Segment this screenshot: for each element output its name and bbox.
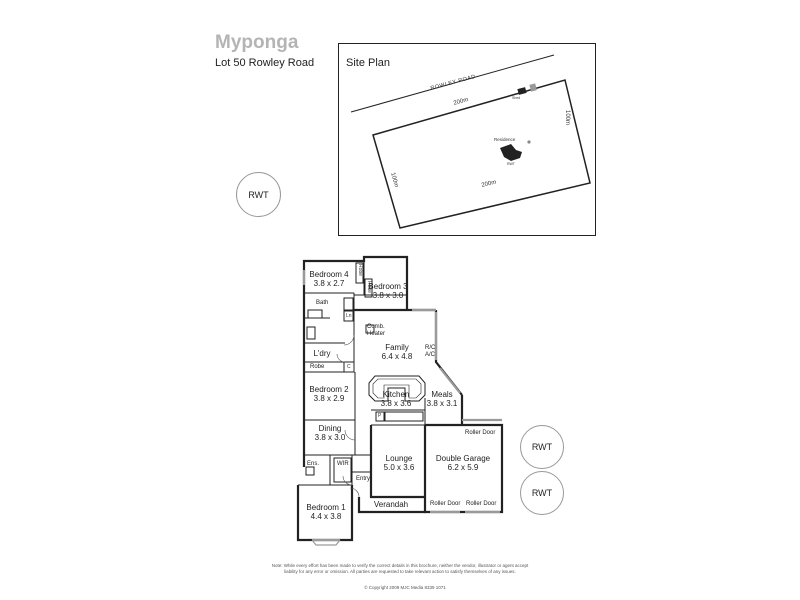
shed-shape [517,87,527,95]
room-double-garage-name: Double Garage [435,454,491,463]
property-address: Lot 50 Rowley Road [215,57,315,69]
wir-label: WIR [337,461,349,467]
disclaimer-note: Note: While every effort has been made t… [271,563,529,574]
room-dining: Dining 3.8 x 3.0 [306,424,354,442]
room-family: Family 6.4 x 4.8 [372,343,422,361]
room-meals: Meals 3.8 x 3.1 [421,390,463,408]
wall-lounge [369,425,425,499]
room-bedroom-3-name: Bedroom 3 [368,282,408,291]
room-meals-size: 3.8 x 3.1 [426,399,458,408]
property-lot-boundary [372,79,591,229]
shed-label: Shed [512,96,521,100]
wall-verandah [357,497,425,514]
room-bath: Bath [316,300,329,306]
rwt-tank-left: RWT [236,172,281,217]
room-kitchen: Kitchen 3.8 x 3.6 [375,390,417,408]
room-double-garage-size: 6.2 x 5.9 [447,463,479,472]
room-dining-size: 3.8 x 3.0 [314,433,346,442]
room-bedroom-3-size: 3.8 x 3.0 [372,291,404,300]
pantry-label: P [378,413,382,419]
robe-b2-label: Robe [310,364,325,370]
room-lounge: Lounge 5.0 x 3.6 [376,454,422,472]
room-bedroom-2-name: Bedroom 2 [309,385,349,394]
cupboard-label: C [347,364,351,370]
site-plan-title: Site Plan [346,57,391,69]
residence-tank-dot [527,140,531,144]
room-kitchen-name: Kitchen [382,390,410,399]
room-bedroom-4-name: Bedroom 4 [309,270,349,279]
room-meals-name: Meals [431,390,453,399]
shed-tank-shape [529,83,537,92]
residence-label: Residence [494,137,516,142]
rwt-tank-right-top: RWT [520,425,564,469]
rwt-tank-right-bottom: RWT [520,471,564,515]
room-bedroom-1-size: 4.4 x 3.8 [310,512,342,521]
site-plan-frame [338,43,596,236]
site-rwt-label: RWT [507,162,515,166]
room-bedroom-2: Bedroom 2 3.8 x 2.9 [306,385,352,403]
rowley-road-line [350,54,555,113]
rc-ac-line2: A/C [425,352,436,358]
room-bedroom-1: Bedroom 1 4.4 x 3.8 [303,503,349,521]
room-bedroom-4-size: 3.8 x 2.7 [313,279,345,288]
residence-shape [500,144,522,161]
rc-ac-label: R/C A/C [425,345,435,359]
roller-door-right-label: Roller Door [466,501,497,507]
room-bedroom-1-name: Bedroom 1 [306,503,346,512]
room-kitchen-size: 3.8 x 3.6 [380,399,412,408]
ensuite-label: Ens. [307,461,320,467]
comb-heater-line1: Comb. [367,324,385,330]
roller-door-top-label: Roller Door [465,430,496,436]
comb-heater-line2: Heater [367,331,386,337]
room-bedroom-3: Bedroom 3 3.8 x 3.0 [364,282,412,300]
comb-heater-label: Comb. Heater [367,324,385,338]
copyright-text: © Copyright 2009 MJC Media 8339 1071 [364,585,446,590]
wall-family-east [434,310,463,396]
room-dining-name: Dining [318,424,342,433]
room-lounge-name: Lounge [385,454,413,463]
entry-label: Entry [356,476,371,482]
room-bedroom-2-size: 3.8 x 2.9 [313,394,345,403]
robe-b3-label: Robe [366,281,372,293]
room-verandah: Verandah [373,500,409,509]
room-bedroom-4: Bedroom 4 3.8 x 2.7 [306,270,352,288]
room-family-name: Family [385,343,409,352]
room-lounge-size: 5.0 x 3.6 [383,463,415,472]
linen-label: Ln [346,313,352,319]
kitchen-island [368,375,426,402]
room-double-garage: Double Garage 6.2 x 5.9 [428,454,498,472]
wall-garage [423,423,504,514]
rc-ac-line1: R/C [425,345,436,351]
property-title: Myponga [215,32,299,53]
robe-b4-label: Robe [357,264,363,276]
room-family-size: 6.4 x 4.8 [381,352,413,361]
room-laundry: L'dry [313,349,331,358]
roller-door-left-label: Roller Door [430,501,461,507]
